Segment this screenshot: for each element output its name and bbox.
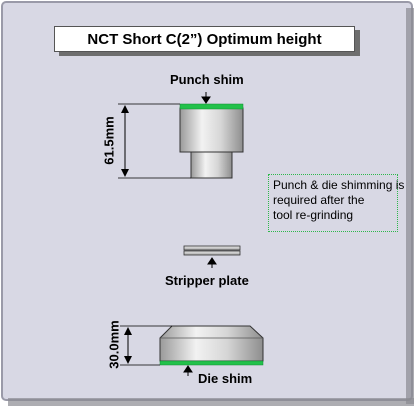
diagram-title: NCT Short C(2”) Optimum height xyxy=(54,26,355,52)
die-shim xyxy=(159,360,264,366)
punch-shim-arrow xyxy=(201,92,211,104)
regrinding-note: Punch & die shimming is required after t… xyxy=(268,174,405,232)
die-shim-label: Die shim xyxy=(198,371,253,386)
punch-height-label: 61.5mm xyxy=(101,116,117,165)
punch-shim xyxy=(179,103,244,110)
note-line-2: required after the xyxy=(273,193,365,207)
note-line-3: tool re-grinding xyxy=(273,208,354,222)
stripper-plate-label: Stripper plate xyxy=(165,273,249,288)
punch-shim-label: Punch shim xyxy=(170,72,244,87)
punch-body xyxy=(179,107,244,179)
die-shim-arrow xyxy=(183,365,193,376)
die-body xyxy=(159,325,264,362)
die-height-label: 30.0mm xyxy=(106,320,122,369)
stripper-plate-arrow xyxy=(207,257,217,268)
stripper-plate xyxy=(183,245,241,256)
note-line-1: Punch & die shimming is xyxy=(273,178,405,192)
